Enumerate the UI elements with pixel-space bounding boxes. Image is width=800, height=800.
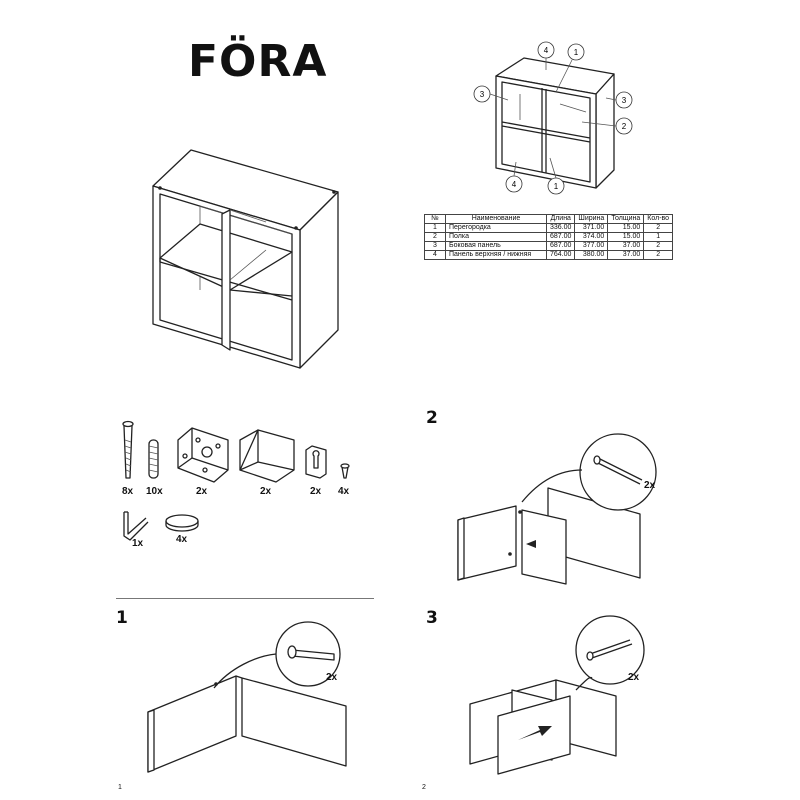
page-number-left: 1 bbox=[118, 784, 122, 791]
step-3-qty: 2x bbox=[628, 672, 640, 683]
step-1-number: 1 bbox=[116, 608, 128, 628]
table-row: 4 Панель верхняя / нижняя 764.00 380.00 … bbox=[424, 250, 674, 260]
parts-table: № Наименование Длина Ширина Толщина Кол-… bbox=[424, 214, 674, 260]
step3-illustration bbox=[469, 615, 645, 775]
bolt-qty: 8x bbox=[122, 486, 134, 497]
product-title: FÖRA bbox=[188, 36, 328, 87]
svg-text:3: 3 bbox=[480, 90, 485, 99]
svg-text:4: 4 bbox=[544, 46, 549, 55]
page-number-right: 2 bbox=[422, 784, 426, 791]
step-2-number: 2 bbox=[426, 408, 438, 428]
svg-text:3: 3 bbox=[622, 96, 627, 105]
svg-text:2: 2 bbox=[622, 122, 627, 131]
corner-qty: 2x bbox=[260, 486, 272, 497]
dowel-icon bbox=[148, 439, 159, 479]
callout-right-3: 3 bbox=[605, 91, 633, 109]
hexkey-qty: 1x bbox=[132, 538, 144, 549]
callout-top-4: 4 bbox=[537, 41, 555, 70]
step2-illustration bbox=[457, 433, 657, 585]
bracket-icon bbox=[177, 427, 229, 483]
svg-text:1: 1 bbox=[554, 182, 559, 191]
keyhole-hanger-icon bbox=[305, 445, 327, 479]
table-row: 1 Перегородка 336.00 371.00 15.00 2 bbox=[424, 223, 674, 233]
callout-right-2: 2 bbox=[581, 117, 633, 135]
step1-illustration bbox=[147, 621, 347, 773]
bracket-qty: 2x bbox=[196, 486, 208, 497]
parts-table-header: № Наименование Длина Ширина Толщина Кол-… bbox=[424, 214, 674, 224]
corner-piece-icon bbox=[239, 429, 295, 483]
callout-bottom-4: 4 bbox=[505, 161, 523, 193]
bolt-icon bbox=[122, 420, 134, 479]
section-divider bbox=[116, 598, 374, 599]
step-1-qty: 2x bbox=[326, 672, 338, 683]
dowel-qty: 10x bbox=[146, 486, 163, 497]
hanger-qty: 2x bbox=[310, 486, 322, 497]
screw-icon bbox=[340, 463, 350, 479]
svg-text:1: 1 bbox=[574, 48, 579, 57]
step-3-number: 3 bbox=[426, 608, 438, 628]
callout-bottom-1: 1 bbox=[547, 157, 565, 195]
callout-top-1: 1 bbox=[555, 43, 585, 93]
screw-qty: 4x bbox=[338, 486, 350, 497]
callout-left-3: 3 bbox=[473, 85, 509, 103]
svg-text:4: 4 bbox=[512, 180, 517, 189]
step-2-qty: 2x bbox=[644, 480, 656, 491]
cap-qty: 4x bbox=[176, 534, 188, 545]
cap-icon bbox=[165, 514, 199, 532]
hex-key-icon bbox=[123, 511, 149, 541]
